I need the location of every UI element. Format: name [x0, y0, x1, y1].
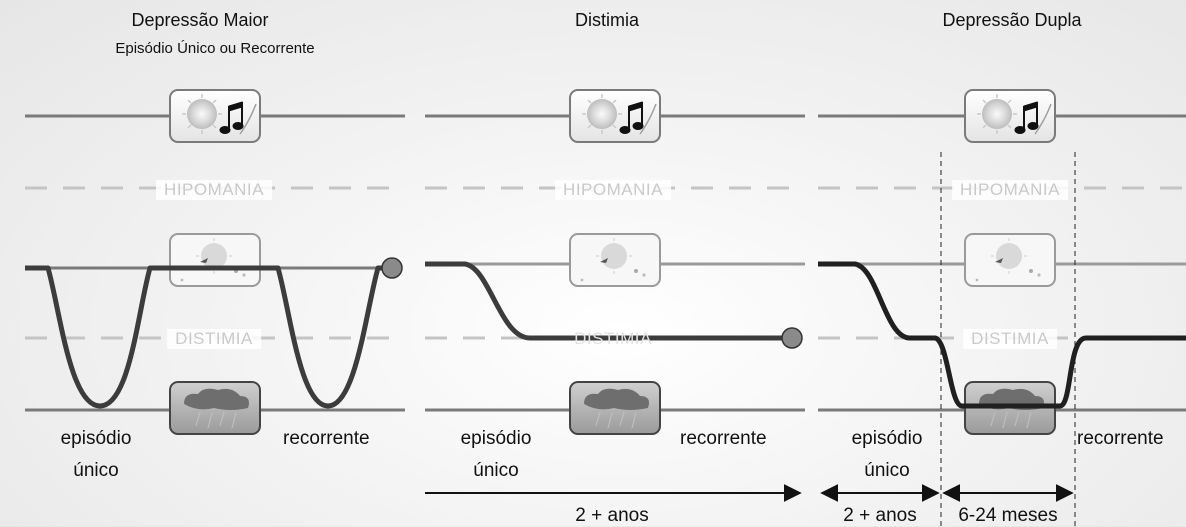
sun-music-icon: [569, 89, 661, 143]
panel-2-title: Distimia: [574, 10, 640, 30]
distimia-label: DISTIMIA: [167, 329, 261, 349]
hipomania-label: HIPOMANIA: [555, 180, 671, 200]
double-depression-curve: [818, 261, 1186, 409]
faded-sun-icon: [964, 233, 1056, 287]
hipomania-label: HIPOMANIA: [156, 180, 272, 200]
sun-music-icon: [169, 89, 261, 143]
recurrent-label: recorrente: [680, 428, 767, 449]
duration-label: 2 + anos: [575, 505, 649, 526]
rain-cloud-icon: [169, 381, 261, 435]
episode-label-line2: único: [473, 460, 519, 481]
recurrent-label: recorrente: [1077, 428, 1164, 449]
recurrent-label: recorrente: [283, 428, 370, 449]
duration-label-b: 6-24 meses: [958, 505, 1058, 526]
distimia-label: DISTIMIA: [963, 329, 1057, 349]
end-marker: [381, 257, 403, 279]
major-depression-curve: [25, 265, 392, 409]
panel-3-title: Depressão Dupla: [942, 10, 1082, 30]
rain-cloud-icon: [569, 381, 661, 435]
hipomania-label: HIPOMANIA: [952, 180, 1068, 200]
episode-label-line1: episódio: [60, 428, 132, 449]
distimia-label: DISTIMIA: [574, 329, 652, 348]
episode-label-line1: episódio: [460, 428, 532, 449]
faded-sun-icon: [569, 233, 661, 287]
end-marker: [781, 327, 803, 349]
episode-label-line2: único: [73, 460, 119, 481]
duration-label-a: 2 + anos: [843, 505, 917, 526]
faded-sun-icon: [169, 233, 261, 287]
episode-label-line2: único: [864, 460, 910, 481]
episode-label-line1: episódio: [851, 428, 923, 449]
dysthymia-curve: [425, 261, 792, 341]
panel-1-subtitle: Episódio Único ou Recorrente: [115, 40, 315, 57]
sun-music-icon: [964, 89, 1056, 143]
panel-1-title: Depressão Maior: [131, 10, 269, 30]
